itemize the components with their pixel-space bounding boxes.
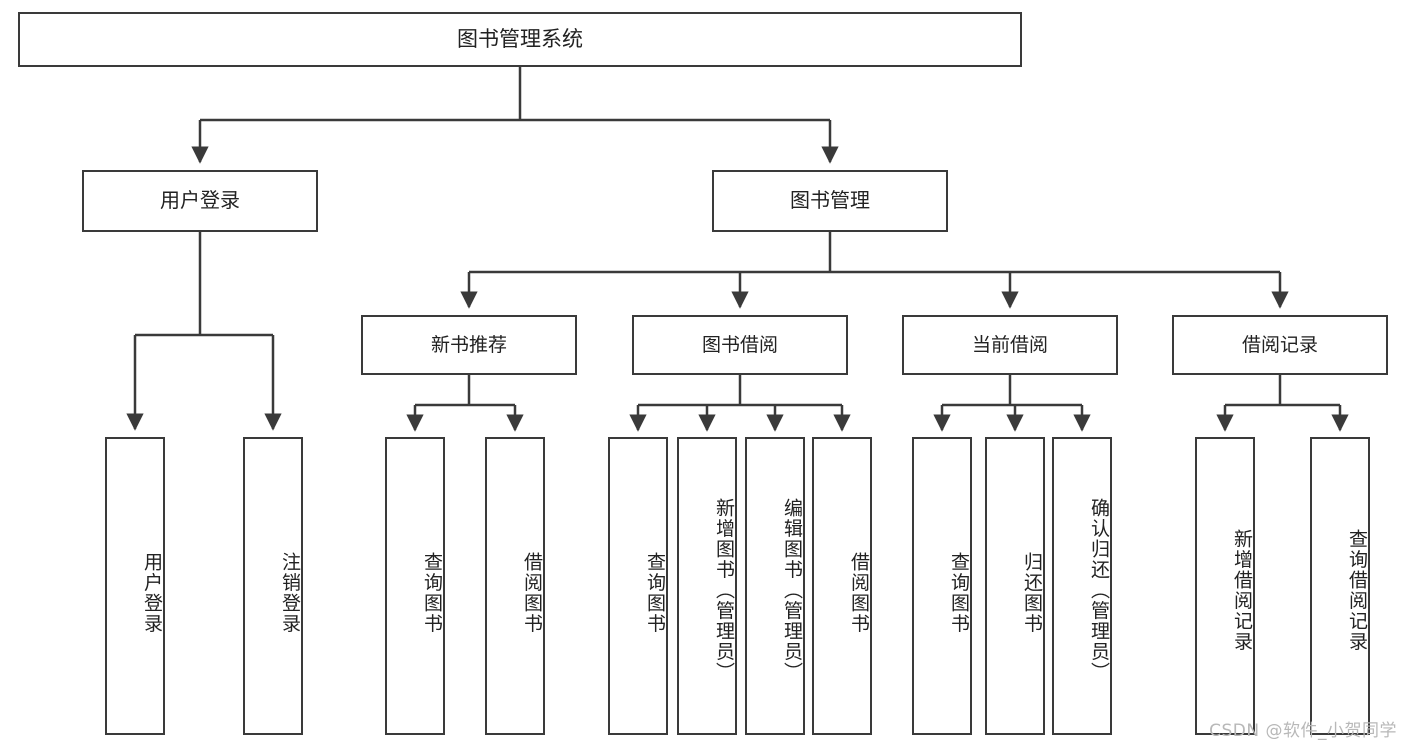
node-leaf-logout-label: 注销登录 <box>279 552 301 634</box>
node-current-borrow[interactable]: 当前借阅 <box>902 315 1118 375</box>
node-leaf-borrow-book-recommend-label: 借阅图书 <box>521 552 543 634</box>
node-leaf-query-book-recommend-label: 查询图书 <box>421 552 443 634</box>
node-leaf-query-book-borrow[interactable]: 查询图书 <box>608 437 668 735</box>
node-leaf-borrow-book[interactable]: 借阅图书 <box>812 437 872 735</box>
node-leaf-logout[interactable]: 注销登录 <box>243 437 303 735</box>
node-leaf-query-book-recommend[interactable]: 查询图书 <box>385 437 445 735</box>
node-leaf-borrow-book-recommend[interactable]: 借阅图书 <box>485 437 545 735</box>
node-leaf-add-book-admin-label: 新增图书（管理员） <box>713 497 735 683</box>
node-current-borrow-label: 当前借阅 <box>971 333 1048 356</box>
node-new-book-recommend-label: 新书推荐 <box>430 333 507 356</box>
node-root[interactable]: 图书管理系统 <box>18 12 1022 67</box>
node-book-borrow[interactable]: 图书借阅 <box>632 315 848 375</box>
node-book-management-label: 图书管理 <box>790 188 870 213</box>
node-leaf-user-login-label: 用户登录 <box>141 552 163 634</box>
node-leaf-add-borrow-record-label: 新增借阅记录 <box>1231 528 1253 652</box>
node-user-login-label: 用户登录 <box>160 188 240 213</box>
node-leaf-query-book-current[interactable]: 查询图书 <box>912 437 972 735</box>
node-book-management[interactable]: 图书管理 <box>712 170 948 232</box>
node-leaf-add-borrow-record[interactable]: 新增借阅记录 <box>1195 437 1255 735</box>
node-leaf-borrow-book-label: 借阅图书 <box>848 552 870 634</box>
node-borrow-record-label: 借阅记录 <box>1241 333 1318 356</box>
node-leaf-query-book-current-label: 查询图书 <box>948 552 970 634</box>
node-leaf-confirm-return-admin[interactable]: 确认归还（管理员） <box>1052 437 1112 735</box>
node-leaf-add-book-admin[interactable]: 新增图书（管理员） <box>677 437 737 735</box>
node-leaf-edit-book-admin-label: 编辑图书（管理员） <box>781 497 803 683</box>
node-leaf-return-book[interactable]: 归还图书 <box>985 437 1045 735</box>
node-leaf-query-borrow-record-label: 查询借阅记录 <box>1346 528 1368 652</box>
node-leaf-return-book-label: 归还图书 <box>1021 552 1043 634</box>
node-user-login[interactable]: 用户登录 <box>82 170 318 232</box>
node-book-borrow-label: 图书借阅 <box>701 333 778 356</box>
node-leaf-user-login[interactable]: 用户登录 <box>105 437 165 735</box>
node-new-book-recommend[interactable]: 新书推荐 <box>361 315 577 375</box>
csdn-watermark: CSDN @软件_小贺同学 <box>1209 721 1397 741</box>
node-leaf-query-book-borrow-label: 查询图书 <box>644 552 666 634</box>
node-leaf-edit-book-admin[interactable]: 编辑图书（管理员） <box>745 437 805 735</box>
node-leaf-confirm-return-admin-label: 确认归还（管理员） <box>1088 497 1110 683</box>
node-borrow-record[interactable]: 借阅记录 <box>1172 315 1388 375</box>
node-leaf-query-borrow-record[interactable]: 查询借阅记录 <box>1310 437 1370 735</box>
node-root-label: 图书管理系统 <box>457 27 583 52</box>
